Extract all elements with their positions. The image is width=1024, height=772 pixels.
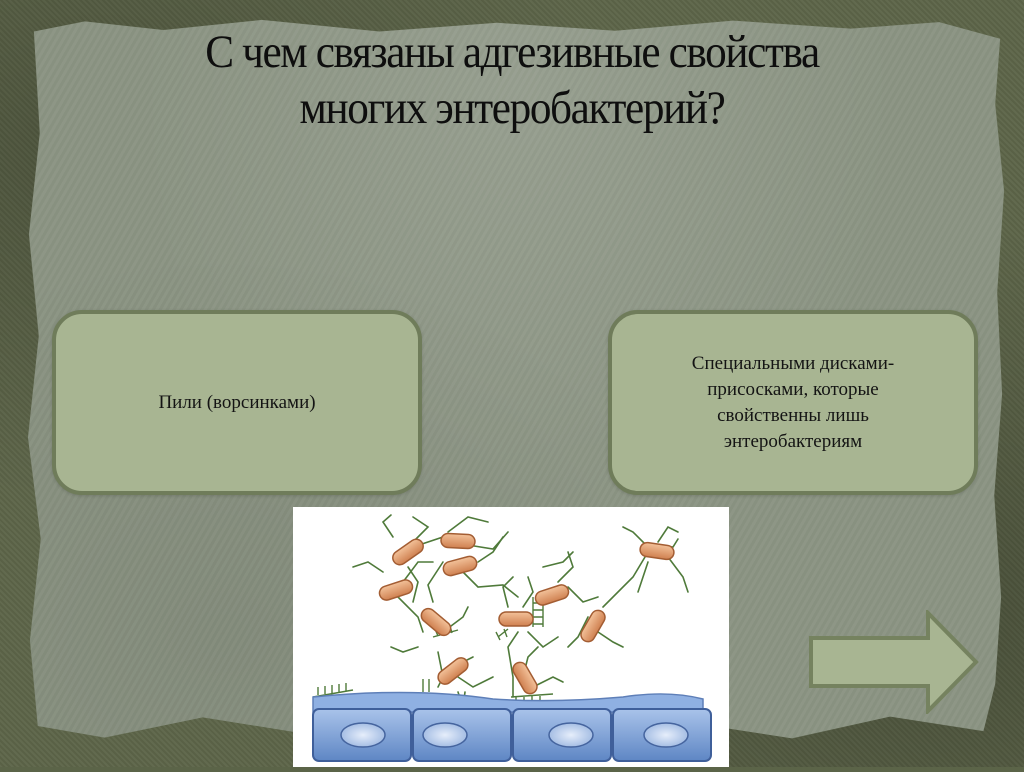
title-line-2: многих энтеробактерий? [299, 82, 726, 134]
next-slide-button[interactable] [808, 608, 980, 716]
answer-label: Пили (ворсинками) [158, 391, 316, 413]
slide-title: С чем связаны адгезивные свойства многих… [96, 24, 928, 136]
title-line-1: С чем связаны адгезивные свойства [205, 26, 820, 78]
cell-nuclei [340, 722, 689, 748]
arrow-right-icon [809, 608, 979, 716]
bacteria-adhesion-illustration [293, 507, 729, 767]
bacteria [378, 532, 675, 695]
answer-option-pili[interactable]: Пили (ворсинками) [52, 310, 422, 495]
answer-label: Специальными дисками- присосками, которы… [691, 352, 895, 452]
epithelial-cells [312, 708, 712, 762]
epithelial-surface [312, 691, 704, 713]
answer-option-suction-discs[interactable]: Специальными дисками- присосками, которы… [608, 310, 978, 495]
